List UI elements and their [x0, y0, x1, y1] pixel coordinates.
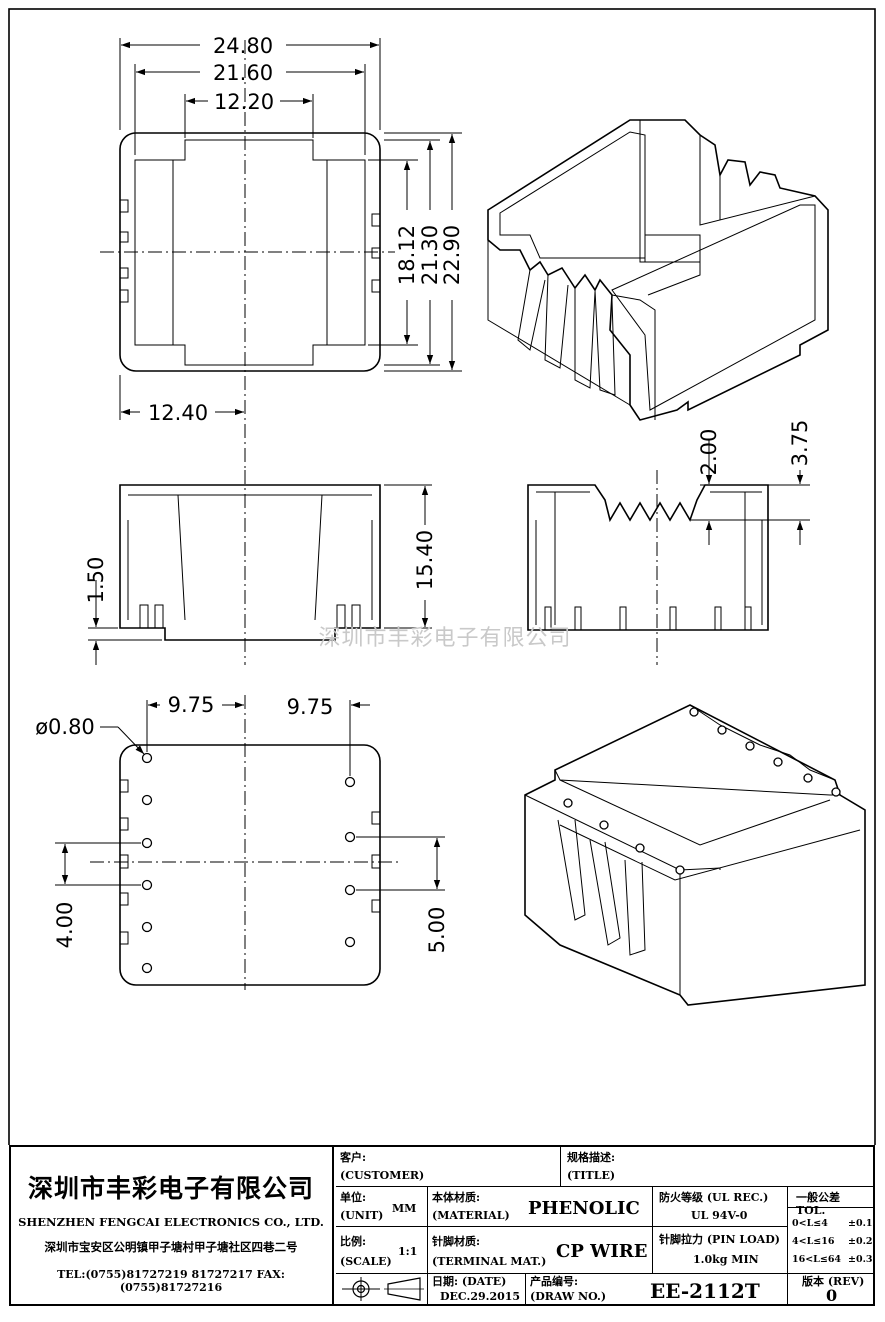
dim-top-width-mid: 21.60 — [213, 61, 273, 85]
dim-pin-spacing-right: 5.00 — [425, 907, 449, 954]
dim-top-height-mid: 21.30 — [418, 225, 442, 285]
draw-no-label-cn: 产品编号: — [530, 1275, 579, 1288]
terminal-value: CP WIRE — [556, 1241, 648, 1262]
ul-label-en: (UL REC.) — [706, 1191, 769, 1204]
dim-pitch-left: 9.75 — [168, 693, 215, 717]
projection-symbol-cell — [336, 1274, 428, 1304]
customer-label-cn: 客户: — [340, 1151, 367, 1164]
material-value: PHENOLIC — [528, 1198, 640, 1219]
revision-label-cn: 版本 — [802, 1275, 824, 1288]
terminal-label-cn: 针脚材质: — [432, 1235, 481, 1248]
tolerance-range-2: 4<L≤16 — [792, 1236, 835, 1247]
date-label-cn: 日期: — [432, 1275, 459, 1288]
tolerance-value-2: ±0.2 — [848, 1236, 873, 1247]
dim-top-half-width: 12.40 — [148, 401, 208, 425]
tolerance-label-cn: 一般公差 — [796, 1191, 840, 1204]
dim-hole-diameter: ø0.80 — [35, 715, 95, 739]
unit-value: MM — [392, 1202, 417, 1215]
tolerance-range-3: 16<L≤64 — [792, 1254, 842, 1265]
dim-pin-spacing-left: 4.00 — [53, 902, 77, 949]
tolerance-label-en: TOL. — [796, 1204, 826, 1217]
scale-cell: 比例: (SCALE) 1:1 — [336, 1227, 428, 1274]
tolerance-value-3: ±0.3 — [848, 1254, 873, 1265]
draw-no-label-en: (DRAW NO.) — [530, 1290, 607, 1303]
company-address: 深圳市宝安区公明镇甲子塘村甲子塘社区四巷二号 — [44, 1240, 298, 1254]
top-view: 24.80 21.60 12.20 18.12 21.30 22.90 12.4… — [100, 34, 464, 470]
scale-label-en: (SCALE) — [340, 1255, 392, 1268]
title-label-cn: 规格描述: — [567, 1151, 616, 1164]
pin-load-label-en: (PIN LOAD) — [706, 1233, 780, 1246]
isometric-view-top — [487, 119, 829, 421]
unit-label-cn: 单位: — [340, 1191, 367, 1204]
bottom-view: 9.75 9.75 ø0.80 4.00 5.00 — [35, 693, 449, 990]
projection-symbol-icon — [342, 1277, 424, 1301]
front-view: 15.40 1.50 — [84, 470, 437, 665]
revision-cell: 版本 (REV) 0 — [788, 1274, 873, 1305]
pin-load-value: 1.0kg MIN — [693, 1253, 759, 1266]
dim-front-foot: 1.50 — [84, 557, 108, 604]
ul-value: UL 94V-0 — [691, 1209, 748, 1222]
dim-top-height-inner: 18.12 — [395, 225, 419, 285]
dim-top-height-outer: 22.90 — [440, 225, 464, 285]
tolerance-range-1: 0<L≤4 — [792, 1218, 828, 1229]
title-block: 深圳市丰彩电子有限公司 SHENZHEN FENGCAI ELECTRONICS… — [9, 1145, 875, 1306]
date-cell: 日期: (DATE) DEC.29.2015 — [428, 1274, 526, 1304]
date-label-en: (DATE) — [461, 1275, 507, 1288]
side-view: 2.00 3.75 — [527, 420, 812, 665]
unit-label-en: (UNIT) — [340, 1209, 384, 1222]
revision-value: 0 — [826, 1286, 838, 1305]
technical-drawing: 24.80 21.60 12.20 18.12 21.30 22.90 12.4… — [8, 8, 876, 1145]
ul-cell: 防火等级 (UL REC.) UL 94V-0 — [653, 1187, 788, 1227]
material-label-en: (MATERIAL) — [432, 1209, 510, 1222]
isometric-view-bottom — [524, 704, 866, 1006]
dim-front-height: 15.40 — [413, 530, 437, 590]
tolerance-cell: 一般公差 TOL. 0<L≤4 ±0.1 4<L≤16 ±0.2 16<L≤64… — [788, 1187, 873, 1274]
pin-load-cell: 针脚拉力 (PIN LOAD) 1.0kg MIN — [653, 1227, 788, 1274]
dim-side-depth-2: 3.75 — [788, 420, 812, 467]
revision-label-en: (REV) — [827, 1275, 865, 1288]
draw-no-cell: 产品编号: (DRAW NO.) EE-2112T — [526, 1274, 788, 1304]
watermark: 深圳市丰彩电子有限公司 — [318, 626, 571, 651]
company-name-cn: 深圳市丰彩电子有限公司 — [27, 1174, 314, 1203]
unit-cell: 单位: (UNIT) MM — [336, 1187, 428, 1227]
ul-label-cn: 防火等级 — [659, 1191, 703, 1204]
dim-top-width-inner: 12.20 — [214, 90, 274, 114]
date-value: DEC.29.2015 — [440, 1290, 521, 1303]
dim-pitch-right: 9.75 — [287, 695, 334, 719]
title-cell: 规格描述: (TITLE) — [561, 1147, 873, 1187]
company-area: 深圳市丰彩电子有限公司 SHENZHEN FENGCAI ELECTRONICS… — [11, 1147, 334, 1304]
material-cell: 本体材质: (MATERIAL) PHENOLIC — [428, 1187, 653, 1227]
scale-value: 1:1 — [398, 1245, 418, 1258]
dim-side-depth-1: 2.00 — [697, 429, 721, 476]
pin-load-label-cn: 针脚拉力 — [659, 1233, 703, 1246]
company-name-en: SHENZHEN FENGCAI ELECTRONICS CO., LTD. — [18, 1215, 324, 1229]
terminal-label-en: (TERMINAL MAT.) — [432, 1255, 547, 1268]
material-label-cn: 本体材质: — [432, 1191, 481, 1204]
scale-label-cn: 比例: — [340, 1235, 367, 1248]
draw-no-value: EE-2112T — [650, 1279, 760, 1303]
customer-cell: 客户: (CUSTOMER) — [336, 1147, 561, 1187]
customer-label-en: (CUSTOMER) — [340, 1169, 425, 1182]
company-phone: TEL:(0755)81727219 81727217 FAX:(0755)81… — [57, 1268, 285, 1294]
title-label-en: (TITLE) — [567, 1169, 616, 1182]
tolerance-value-1: ±0.1 — [848, 1218, 873, 1229]
terminal-cell: 针脚材质: (TERMINAL MAT.) CP WIRE — [428, 1227, 653, 1274]
dim-top-width-outer: 24.80 — [213, 34, 273, 58]
sheet-border — [8, 8, 876, 1145]
